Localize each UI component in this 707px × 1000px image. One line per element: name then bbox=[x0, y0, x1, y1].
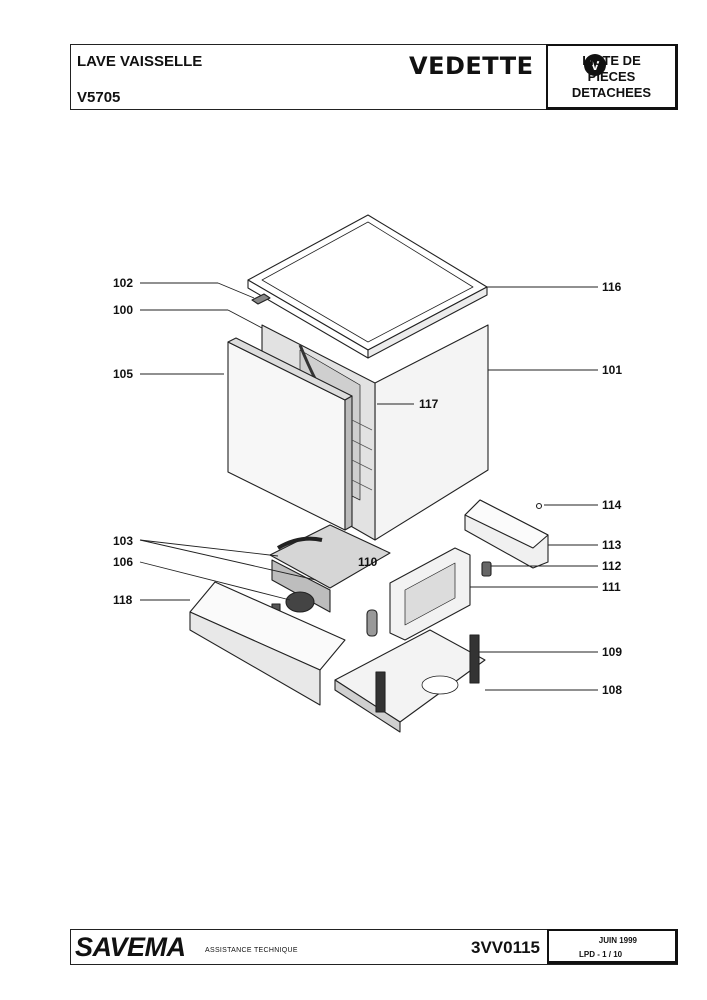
callout-111: 111 bbox=[602, 580, 621, 594]
page-number: LPD - 1 / 10 bbox=[579, 950, 623, 959]
bottom-tray bbox=[334, 629, 486, 723]
doc-type-line-3: DETACHEES bbox=[571, 84, 652, 100]
product-name: LAVE VAISSELLE bbox=[77, 53, 203, 70]
front-plinth-face bbox=[189, 611, 321, 706]
callout-106: 106 bbox=[113, 555, 133, 569]
hose bbox=[276, 536, 323, 550]
brand-name: VEDETTE bbox=[409, 52, 534, 80]
callout-108: 108 bbox=[602, 683, 622, 697]
base-frame-inner bbox=[404, 562, 456, 626]
top-panel-rim-right bbox=[367, 286, 488, 359]
callout-101: 101 bbox=[602, 363, 622, 377]
company-name: SAVEMA bbox=[75, 932, 186, 962]
brand-logo-icon: V bbox=[584, 54, 606, 76]
top-panel bbox=[247, 214, 488, 351]
side-panel bbox=[374, 324, 489, 541]
pump-motor bbox=[285, 591, 315, 613]
callout-102: 102 bbox=[113, 276, 133, 290]
callout-113: 113 bbox=[602, 538, 622, 552]
screw bbox=[535, 502, 543, 510]
department-label: ASSISTANCE TECHNIQUE bbox=[205, 947, 298, 954]
top-panel-inner bbox=[261, 221, 474, 343]
footer-box: SAVEMA ASSISTANCE TECHNIQUE 3VV0115 JUIN… bbox=[70, 929, 678, 965]
hinge bbox=[251, 293, 271, 305]
side-rail-top bbox=[464, 499, 549, 549]
callout-118: 118 bbox=[113, 593, 133, 607]
callout-116: 116 bbox=[602, 280, 622, 294]
doc-type-line-1: LISTE DE bbox=[582, 52, 641, 68]
front-door-side bbox=[344, 395, 353, 531]
float-switch bbox=[481, 561, 492, 577]
callout-114: 114 bbox=[602, 498, 622, 512]
revision-box: JUIN 1999 LPD - 1 / 10 bbox=[547, 929, 678, 964]
callout-112: 112 bbox=[602, 559, 622, 573]
callout-105: 105 bbox=[113, 367, 133, 381]
header-box: LAVE VAISSELLE V5705 VEDETTE V LISTE DE … bbox=[70, 44, 678, 110]
document-reference: 3VV0115 bbox=[471, 938, 541, 957]
doc-type-line-2: PIECES bbox=[587, 68, 636, 84]
foot-left bbox=[375, 671, 386, 713]
capacitor bbox=[366, 609, 378, 637]
callout-100: 100 bbox=[113, 303, 133, 317]
callout-109: 109 bbox=[602, 645, 622, 659]
document-type-box: LISTE DE PIECES DETACHEES bbox=[546, 44, 678, 110]
tray-hole bbox=[421, 675, 459, 695]
callout-117: 117 bbox=[419, 397, 439, 411]
callout-110: 110 bbox=[358, 555, 378, 569]
model-number: V5705 bbox=[77, 89, 121, 106]
foot-right bbox=[469, 634, 480, 684]
revision-date: JUIN 1999 bbox=[598, 936, 637, 945]
callout-103: 103 bbox=[113, 534, 133, 548]
